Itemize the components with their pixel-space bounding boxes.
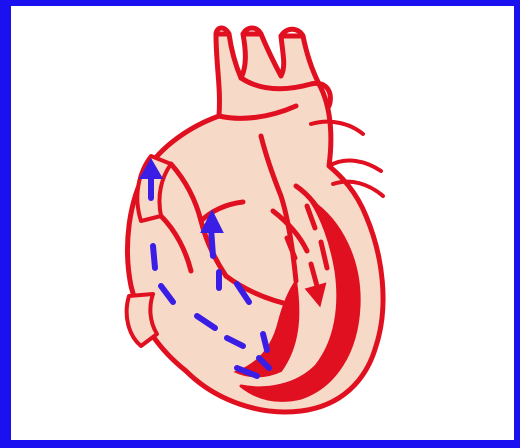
diagram-canvas [11,6,514,440]
heart-diagram [11,6,514,440]
